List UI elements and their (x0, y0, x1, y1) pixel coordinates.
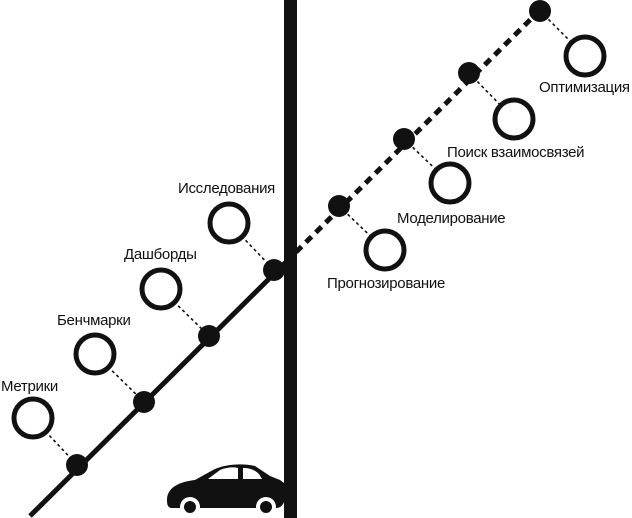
connector-modeling (403, 138, 451, 184)
ring-dashboards (139, 267, 183, 311)
stage-dashboards: Дашборды (124, 246, 220, 347)
label-relationship-search: Поиск взаимосвязей (447, 144, 584, 161)
node-relationship-search (458, 62, 480, 84)
ring-forecasting (363, 228, 407, 272)
label-forecasting: Прогнозирование (327, 275, 445, 292)
node-benchmarks (133, 391, 155, 413)
label-metrics: Метрики (1, 378, 58, 395)
vertical-wall (284, 0, 297, 518)
stage-forecasting: Прогнозирование (327, 195, 445, 292)
label-research: Исследования (178, 180, 275, 197)
car-icon (167, 464, 284, 517)
node-forecasting (328, 195, 350, 217)
connector-relationship-search (468, 72, 515, 120)
connector-forecasting (338, 205, 386, 251)
ring-modeling (428, 161, 472, 205)
stage-modeling: Моделирование (393, 128, 506, 227)
connector-metrics (32, 417, 78, 466)
stage-optimization: Оптимизация (529, 0, 630, 96)
dotted-growth-line (284, 8, 542, 264)
node-optimization (529, 0, 551, 22)
stage-benchmarks: Бенчмарки (57, 312, 155, 413)
connector-optimization (539, 10, 586, 57)
label-dashboards: Дашборды (124, 246, 197, 263)
node-metrics (66, 454, 88, 476)
node-dashboards (198, 325, 220, 347)
label-benchmarks: Бенчмарки (57, 312, 131, 329)
ring-optimization (563, 34, 607, 78)
node-research (263, 259, 285, 281)
connector-dashboards (160, 288, 210, 337)
stage-relationship-search: Поиск взаимосвязей (447, 62, 585, 161)
stage-metrics: Метрики (1, 378, 88, 476)
label-optimization: Оптимизация (539, 79, 630, 96)
node-modeling (393, 128, 415, 150)
ring-metrics (11, 396, 55, 440)
stage-research: Исследования (178, 180, 285, 281)
label-modeling: Моделирование (397, 210, 505, 227)
ring-research (207, 201, 251, 245)
ring-benchmarks (73, 332, 117, 376)
ring-relationship-search (492, 97, 536, 141)
